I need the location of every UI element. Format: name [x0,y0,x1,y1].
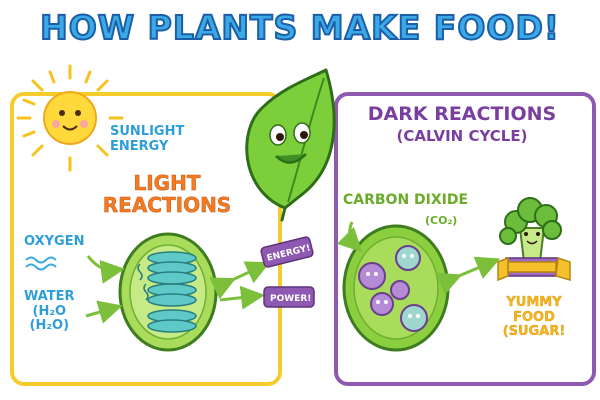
light-reactions-panel [10,92,282,386]
dark-reactions-title: DARK REACTIONS (CALVIN CYCLE) [367,103,557,146]
energy-badge: ENERGY! [260,236,314,268]
sun-icon [16,64,124,172]
leaf-mascot-icon [245,68,336,222]
yummy-food-label: YUMMY FOOD (SUGAR! [502,295,566,340]
carbon-dioxide-formula: (CO₂) [425,214,458,227]
chloroplast-icon [118,232,218,352]
water-label: WATER (H₂O (H₂O) [24,289,75,334]
carbon-dioxide-label: CARBON DIXIDE [343,192,469,208]
water-waves-icon [25,256,57,271]
broccoli-icon [497,197,571,282]
oxygen-label: OXYGEN [24,234,85,249]
power-badge: POWER! [263,286,315,308]
light-reactions-title: LIGHT REACTIONS [102,171,232,218]
power-badge-text: POWER! [270,294,311,304]
sunlight-energy-label: SUNLIGHT ENERGY [110,124,185,154]
gear-icon [358,245,428,332]
dark-reactions-panel [334,92,596,386]
page-title: HOW PLANTS MAKE FOOD! [39,7,560,48]
